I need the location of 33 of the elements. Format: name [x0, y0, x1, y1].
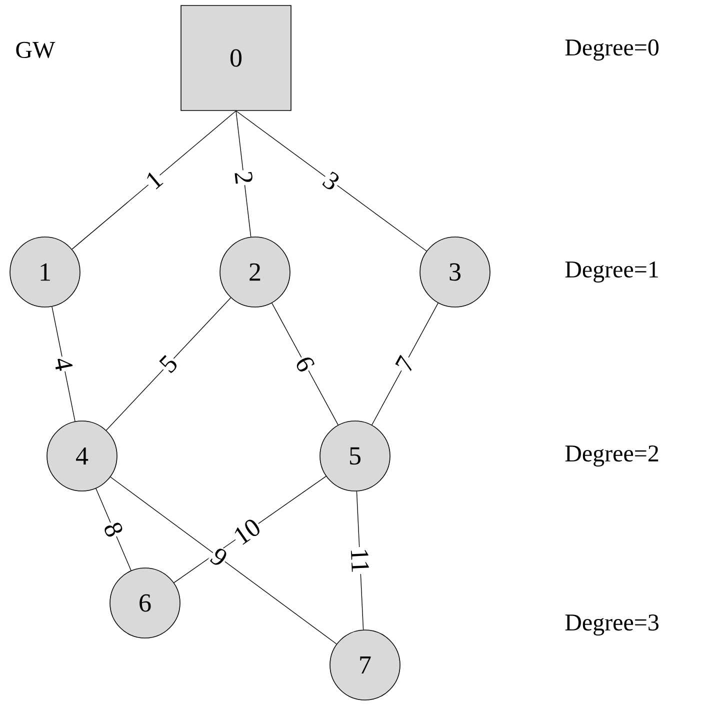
circle-node: 4: [46, 420, 118, 492]
edge-label: 2: [233, 169, 254, 186]
degree-label: Degree=0: [565, 39, 659, 61]
circle-node: 1: [10, 236, 80, 308]
edge-label: 6: [292, 352, 318, 376]
edge-label: 8: [102, 518, 126, 540]
edge-label: 1: [142, 168, 166, 192]
edge-label: 7: [393, 352, 417, 376]
edge-line: [52, 306, 76, 422]
circle-node: 7: [330, 630, 400, 700]
gateway-label: GW: [16, 42, 56, 58]
edge-line: [106, 297, 232, 431]
edge-label: 4: [52, 354, 74, 374]
edge-label: 5: [156, 352, 181, 376]
circle-node: 5: [320, 420, 390, 492]
edge-line: [96, 488, 132, 571]
edge-label: 11: [350, 546, 370, 574]
edge-line: [72, 110, 236, 250]
circle-node: 2: [220, 236, 290, 308]
circle-node: 6: [110, 568, 180, 638]
edge-label: 9: [207, 544, 231, 570]
circle-node: 3: [420, 236, 490, 308]
edge-label: 10: [230, 516, 264, 548]
degree-label: Degree=3: [565, 614, 658, 636]
edge-line: [272, 302, 338, 426]
edge-label: 3: [319, 168, 344, 194]
edge-line: [236, 110, 427, 252]
degree-label: Degree=2: [565, 445, 658, 467]
square-node: 0: [180, 5, 292, 111]
edge-line: [372, 302, 438, 426]
edge-line: [110, 476, 337, 644]
edge-line: [236, 110, 252, 238]
degree-label: Degree=1: [565, 262, 658, 282]
